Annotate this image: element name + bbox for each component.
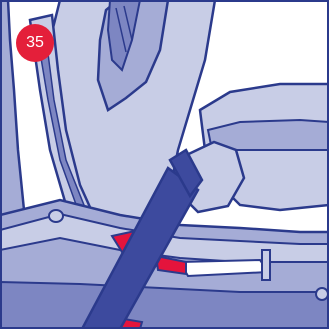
step-number-badge: 35: [16, 24, 54, 62]
base-rail-slot: [180, 260, 268, 276]
rail-bar: [262, 250, 270, 280]
screw-hole-left: [49, 210, 63, 222]
step-number-label: 35: [26, 34, 44, 52]
screw-hole-right: [316, 288, 328, 300]
